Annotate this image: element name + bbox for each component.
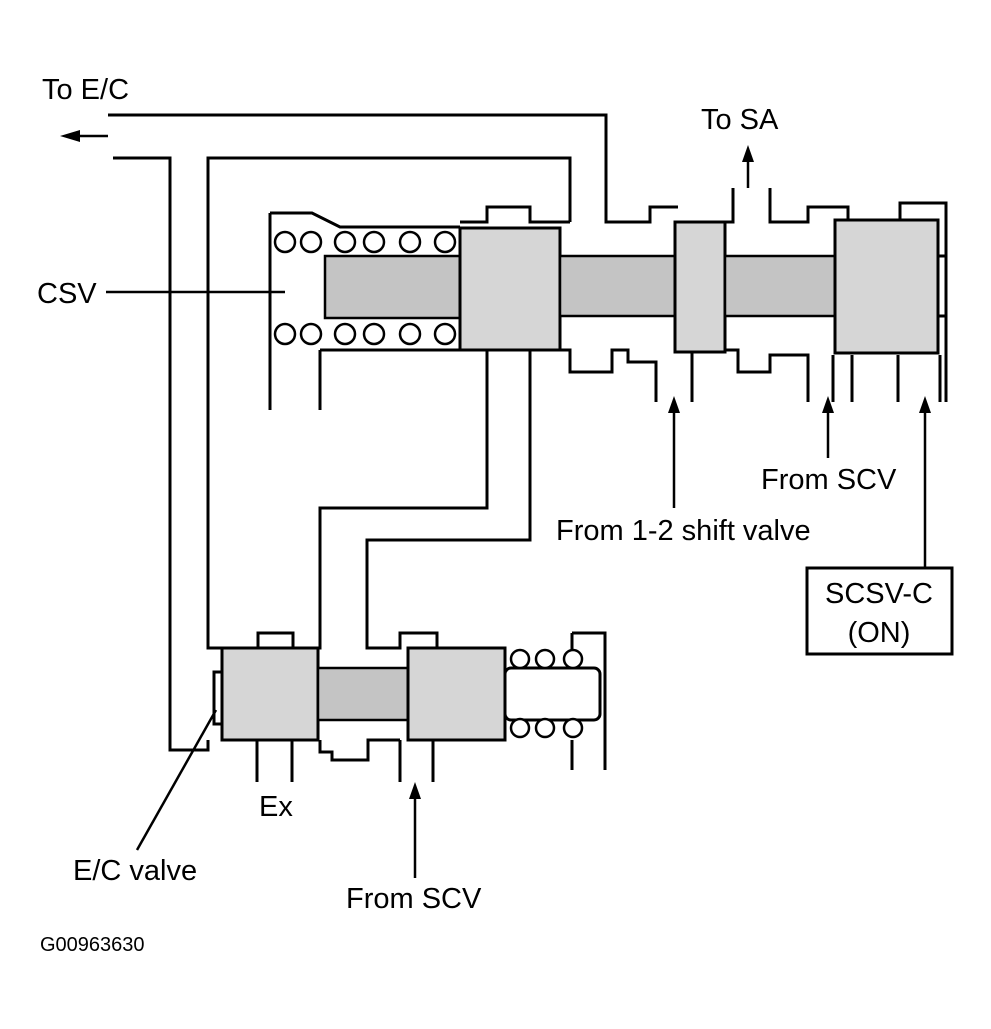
to-ec-arrowhead [60,130,80,142]
csv-end-cap [936,254,948,318]
scsv-c-label: SCSV-C [825,578,933,610]
ec-stem-mid [316,666,410,722]
scsv-c-state-label: (ON) [848,617,911,649]
ec-valve-leader [135,709,218,851]
csv-land-2 [673,220,727,354]
figure-code: G00963630 [40,934,145,956]
csv-land-1 [458,226,562,352]
ec-plunger [503,666,602,722]
scsv-c-box [805,566,954,656]
csv-spring [273,230,457,346]
ec-spring [509,648,584,739]
ec-valve [212,646,602,742]
from-scv-bottom-label: From SCV [346,883,482,915]
csv-stem-mid [558,254,677,318]
from-scv-bottom-arrowhead [409,782,421,799]
from-scv-right-arrowhead [822,396,834,413]
to-ec-label: To E/C [42,74,129,106]
fluid-passages [72,113,948,782]
from-12-arrowhead [668,396,680,413]
csv-stem-right [723,254,837,318]
csv-stem-left [323,254,462,320]
ec-valve-label: E/C valve [73,855,197,887]
csv-label: CSV [37,278,97,310]
scsv-arrowhead [919,396,931,413]
to-sa-arrowhead [742,145,754,162]
ec-land-1 [220,646,320,742]
from-12-shift-label: From 1-2 shift valve [556,515,811,547]
arrows [60,130,931,878]
ex-label: Ex [259,791,293,823]
from-scv-right-label: From SCV [761,464,897,496]
csv-land-3 [833,218,940,355]
to-sa-label: To SA [701,104,779,136]
csv-valve [273,218,948,355]
ec-land-2 [406,646,507,742]
